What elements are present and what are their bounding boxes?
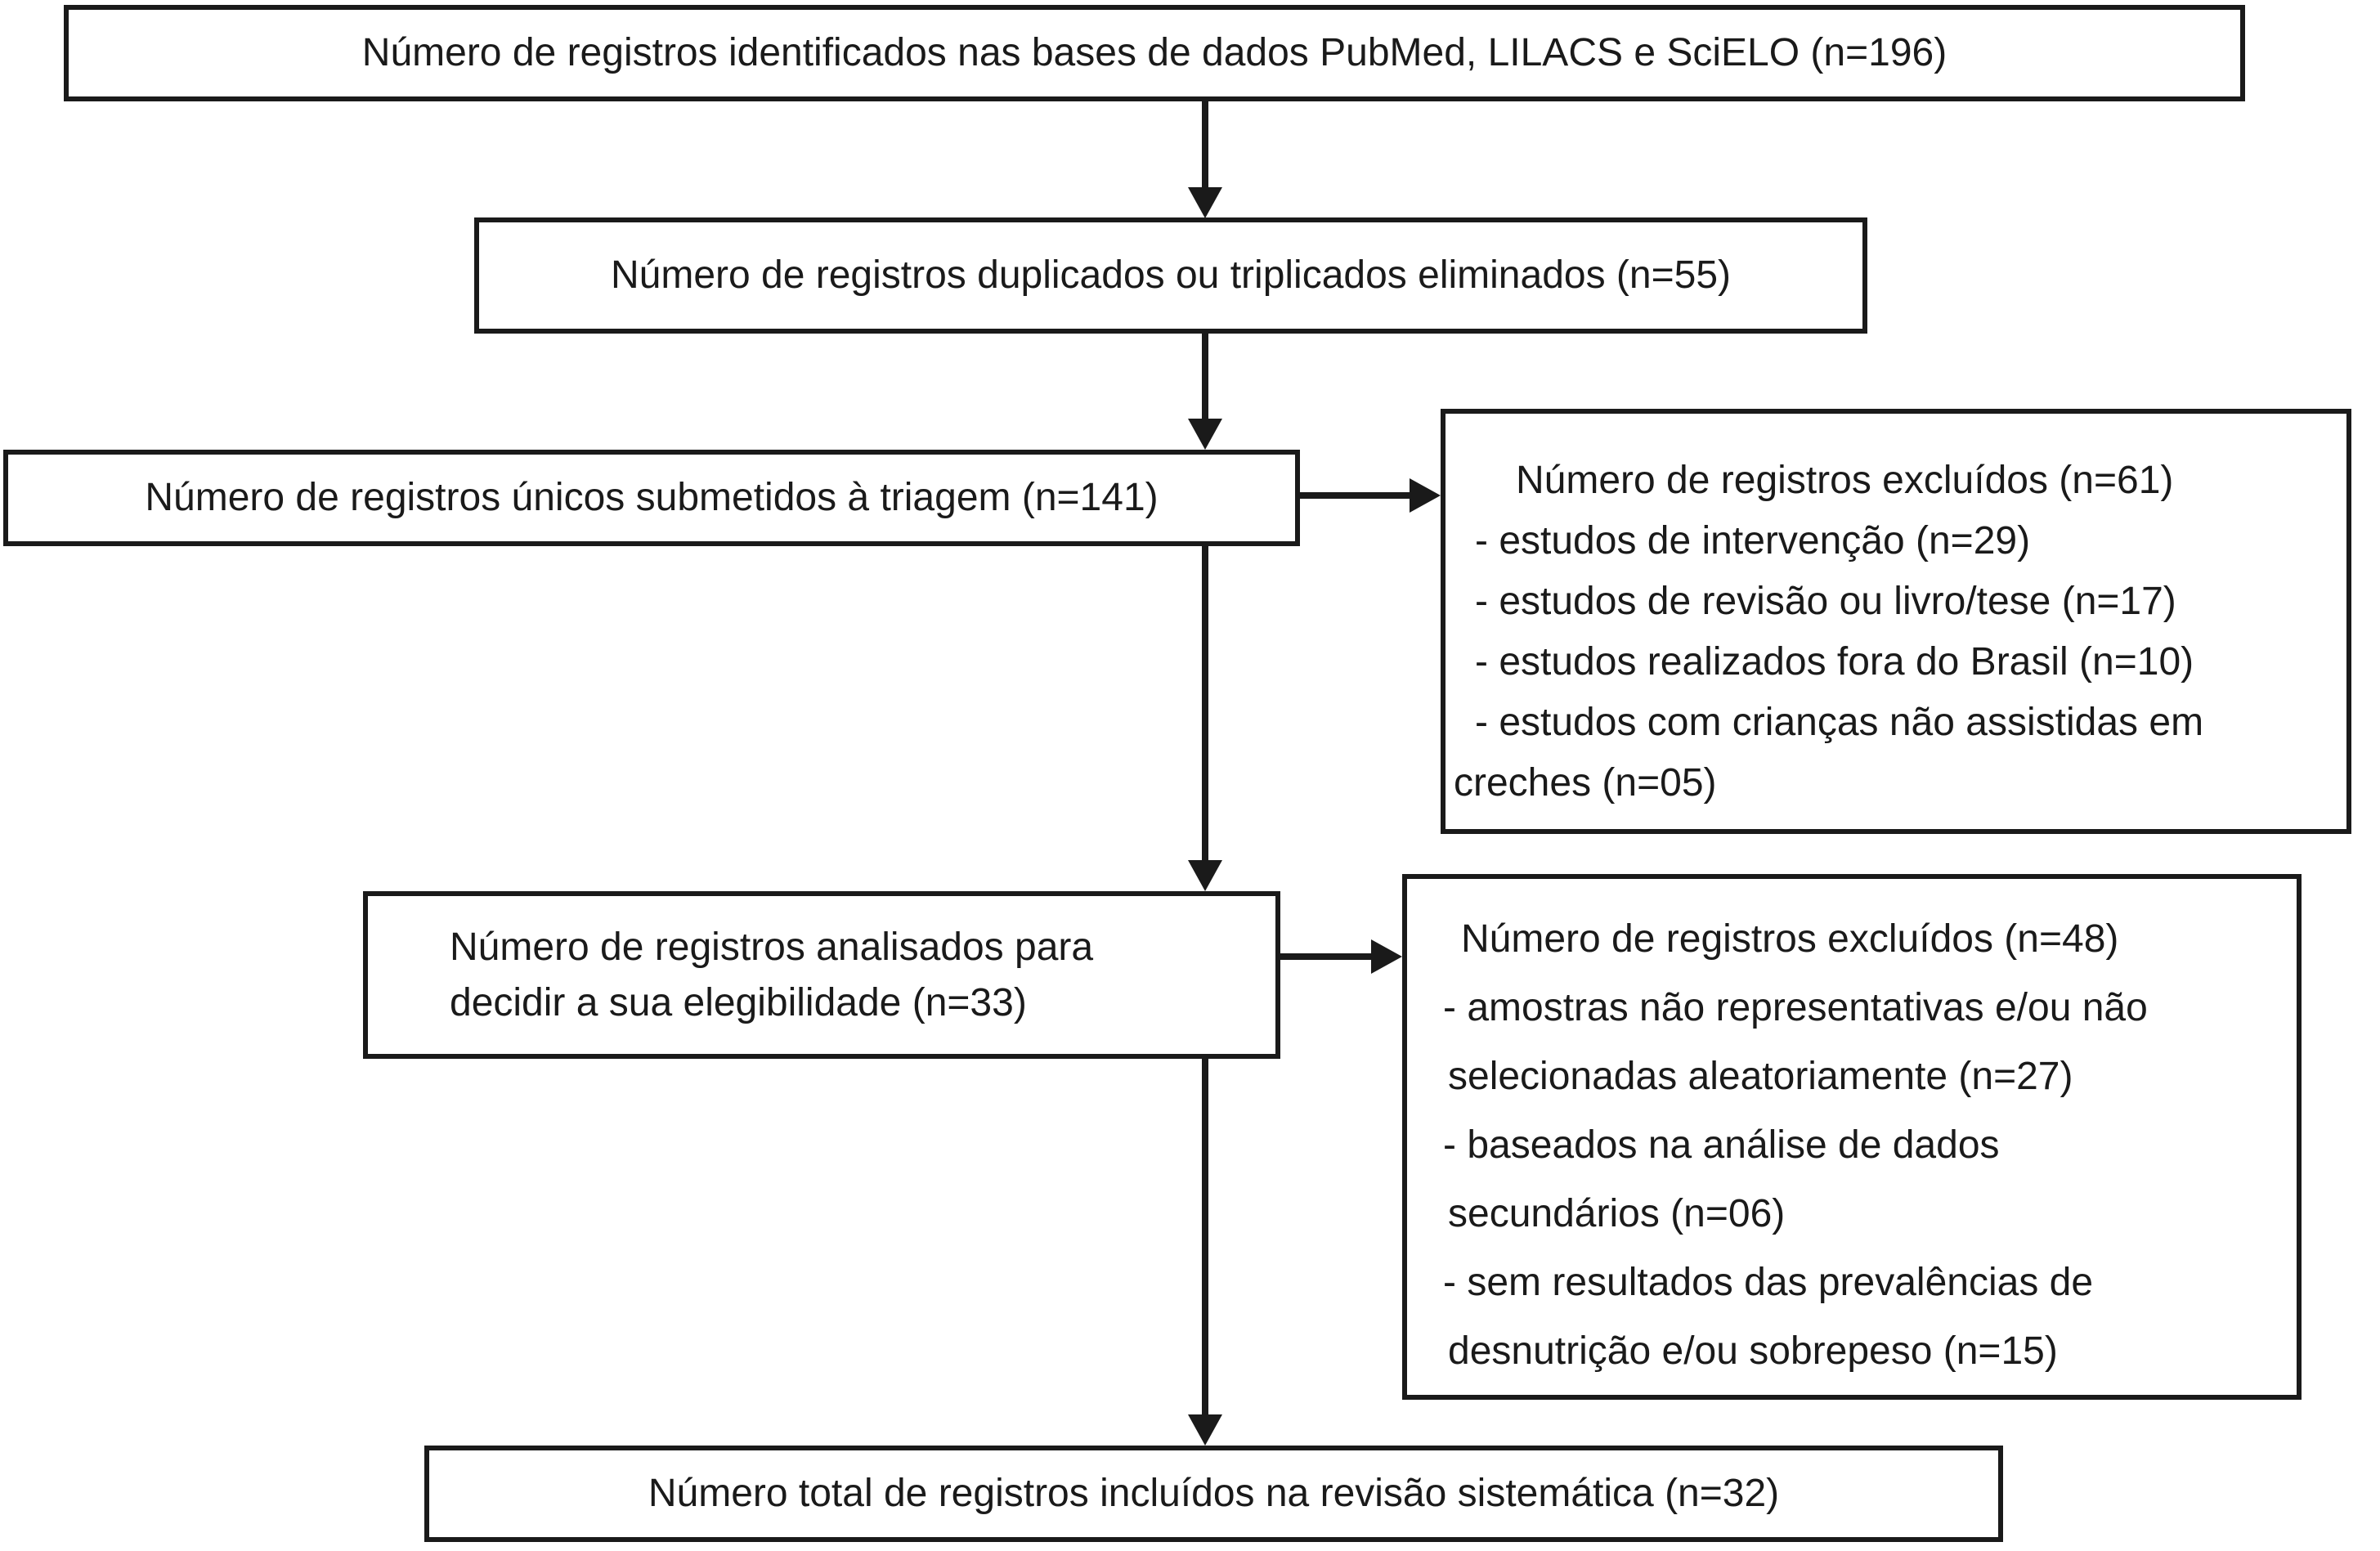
box-records-included: Número total de registros incluídos na r… <box>424 1446 2003 1542</box>
excluded-eligibility-title: Número de registros excluídos (n=48) <box>1461 917 2119 961</box>
connector-line <box>1202 545 1208 862</box>
connector-line <box>1298 492 1411 499</box>
box-eligibility-assessed: Número de registros analisados para deci… <box>363 891 1280 1059</box>
box-records-identified: Número de registros identificados nas ba… <box>64 5 2245 101</box>
box-duplicates-removed-label: Número de registros duplicados ou tripli… <box>610 253 1732 297</box>
excluded-screening-reason: - estudos de revisão ou livro/tese (n=17… <box>1475 580 2176 623</box>
arrowhead-down-icon <box>1188 187 1222 218</box>
arrowhead-right-icon <box>1410 478 1441 513</box>
arrowhead-down-icon <box>1188 860 1222 891</box>
excluded-screening-reason-continuation: creches (n=05) <box>1454 761 1717 805</box>
box-excluded-eligibility: Número de registros excluídos (n=48) - a… <box>1402 874 2302 1400</box>
excluded-eligibility-reason-continuation: selecionadas aleatoriamente (n=27) <box>1448 1055 2073 1098</box>
excluded-eligibility-reason-continuation: desnutrição e/ou sobrepeso (n=15) <box>1448 1329 2058 1373</box>
connector-line <box>1202 1057 1208 1416</box>
box-eligibility-line: decidir a sua elegibilidade (n=33) <box>450 980 1027 1024</box>
arrowhead-right-icon <box>1371 939 1402 974</box>
connector-line <box>1202 100 1208 190</box>
arrowhead-down-icon <box>1188 1414 1222 1446</box>
excluded-eligibility-reason: - sem resultados das prevalências de <box>1443 1261 2094 1304</box>
excluded-screening-reason: - estudos com crianças não assistidas em <box>1475 701 2204 744</box>
excluded-screening-reason: - estudos de intervenção (n=29) <box>1475 519 2031 563</box>
excluded-screening-reason: - estudos realizados fora do Brasil (n=1… <box>1475 640 2194 684</box>
excluded-eligibility-reason: - baseados na análise de dados <box>1443 1123 2000 1167</box>
box-records-included-label: Número total de registros incluídos na r… <box>648 1471 1780 1515</box>
excluded-screening-title: Número de registros excluídos (n=61) <box>1516 459 2174 502</box>
excluded-eligibility-reason: - amostras não representativas e/ou não <box>1443 986 2148 1029</box>
excluded-eligibility-reason-continuation: secundários (n=06) <box>1448 1192 1786 1235</box>
box-eligibility-line: Número de registros analisados para <box>450 925 1094 969</box>
box-excluded-screening: Número de registros excluídos (n=61) - e… <box>1441 409 2351 834</box>
box-records-screened: Número de registros únicos submetidos à … <box>3 450 1300 546</box>
arrowhead-down-icon <box>1188 419 1222 450</box>
box-records-screened-label: Número de registros únicos submetidos à … <box>145 475 1159 519</box>
box-duplicates-removed: Número de registros duplicados ou tripli… <box>474 217 1867 334</box>
box-records-identified-label: Número de registros identificados nas ba… <box>361 30 1947 74</box>
connector-line <box>1202 332 1208 420</box>
connector-line <box>1279 953 1373 960</box>
